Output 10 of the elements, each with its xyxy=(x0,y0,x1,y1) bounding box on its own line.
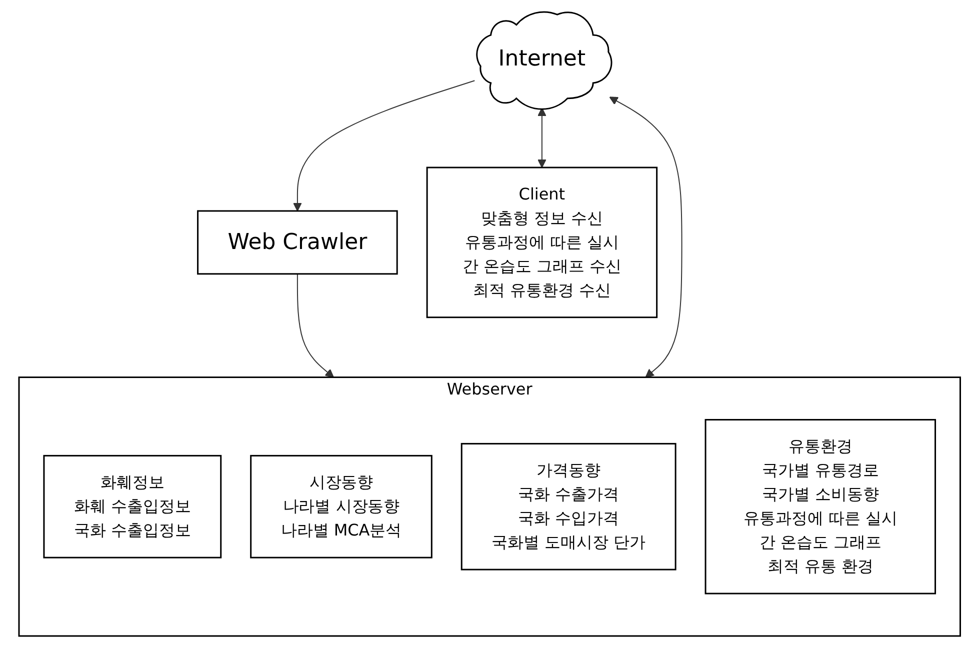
arrow xyxy=(292,80,475,212)
arrow xyxy=(537,108,546,168)
node-box: 유통환경 국가별 유통경로 국가별 소비동향 유통과정에 따른 실시간 온습도 그래프 최적 유통 환경 xyxy=(704,418,936,594)
node-box: Client 맞춤형 정보 수신 유통과정에 따른 실시간 온습도 그래프 수신 최적 유통환경 수신 xyxy=(426,166,658,318)
arrow xyxy=(609,96,682,378)
arrow xyxy=(296,273,334,378)
node-box: 화훼정보 화훼 수출입정보 국화 수출입정보 xyxy=(43,454,222,558)
node-box: Web Crawler xyxy=(196,210,398,275)
node-box: 가격동향 국화 수출가격 국화 수입가격 국화별 도매시장 단가 xyxy=(460,442,676,570)
node-box: 시장동향 나라별 시장동향 나라별 MCA분석 xyxy=(250,454,432,558)
